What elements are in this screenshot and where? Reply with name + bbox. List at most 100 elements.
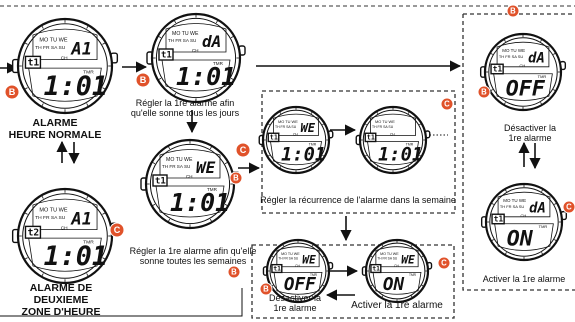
bezel-tick xyxy=(209,218,212,222)
badge-letter: B xyxy=(481,88,487,97)
days-row-bottom: TH FR SA SU xyxy=(500,204,525,209)
bezel-tick xyxy=(491,203,494,205)
badge-letter: C xyxy=(444,100,450,109)
badge-circle xyxy=(109,222,125,238)
bezel-tick xyxy=(41,25,44,29)
bezel-tick xyxy=(310,111,313,114)
bezel-tick xyxy=(282,295,285,298)
badge-letter: C xyxy=(441,259,447,268)
tmr-label: TMR xyxy=(409,273,417,277)
badge-circle xyxy=(477,85,491,99)
bezel-tick xyxy=(553,53,556,55)
bezel-tick xyxy=(407,111,410,114)
badge-circle xyxy=(4,84,20,100)
badge-letter: B xyxy=(9,87,16,97)
bezel-tick xyxy=(322,123,325,126)
bezel-tick xyxy=(86,103,89,107)
days-row-top: MO TU WE xyxy=(166,157,193,163)
bezel-tick xyxy=(505,252,507,255)
badge-letter: C xyxy=(114,225,121,235)
mode-indicator: dA xyxy=(528,51,545,67)
bezel-tick xyxy=(86,25,89,29)
bezel-tick xyxy=(491,239,494,241)
caption-activate-bottom: Activer la 1re alarme xyxy=(351,300,443,311)
caption-deactivate-bottom: Désactiver la 1re alarme xyxy=(268,293,322,314)
main-display: 1:01 xyxy=(170,188,230,217)
ch-label: CH xyxy=(192,48,199,53)
upper-lcd xyxy=(497,191,551,218)
tmr-label: TMR xyxy=(539,224,548,229)
bezel-tick xyxy=(322,255,325,258)
zone-tag-text: t1 xyxy=(494,215,504,224)
days-row-bottom: TH FR SA SU xyxy=(35,215,66,221)
badge-circle xyxy=(235,142,251,158)
badge-circle xyxy=(227,265,241,279)
bezel-tick xyxy=(490,89,493,91)
main-display: ON xyxy=(383,275,405,295)
lower-lcd xyxy=(372,272,422,295)
bezel-tick xyxy=(310,166,313,169)
caption-deactivate-right: Désactiver la 1re alarme xyxy=(503,123,557,144)
button-c-badge: C xyxy=(437,256,451,270)
bezel-tick xyxy=(174,92,177,96)
bezel-tick xyxy=(364,123,367,126)
days-row-bottom: TH FR SA SU xyxy=(372,125,394,129)
zone-tag-text: t1 xyxy=(270,134,278,142)
bezel-tick xyxy=(86,273,89,277)
days-row-bottom: TH FR SA SU xyxy=(35,45,66,51)
bezel-tick xyxy=(504,102,506,105)
badge-letter: B xyxy=(233,174,239,183)
badge-circle xyxy=(562,200,575,214)
badge-letter: C xyxy=(240,145,247,155)
upper-lcd xyxy=(375,246,419,268)
zone-tag-text: t1 xyxy=(273,266,281,273)
days-row-bottom: TH FR SA SU xyxy=(278,257,299,261)
zone-tag-text: t2 xyxy=(28,227,40,238)
upper-lcd xyxy=(370,113,416,136)
bezel-tick xyxy=(267,123,270,126)
upper-lcd xyxy=(273,113,319,136)
bezel-tick xyxy=(215,20,218,24)
bezel-tick xyxy=(504,39,506,42)
bezel-tick xyxy=(271,284,274,287)
mode-indicator: WE xyxy=(301,121,316,135)
upper-lcd xyxy=(165,23,227,53)
lower-lcd xyxy=(273,272,323,295)
lower-lcd xyxy=(270,141,322,166)
watch-dial xyxy=(269,242,327,300)
lower-lcd xyxy=(494,223,554,251)
days-row-top: MO TU WE xyxy=(281,252,300,256)
tmr-label: TMR xyxy=(309,142,317,146)
bezel-tick xyxy=(541,252,543,255)
bezel-tick xyxy=(322,284,325,287)
badge-letter: C xyxy=(566,203,572,212)
bezel-tick xyxy=(152,203,156,206)
main-display: 1:01 xyxy=(44,241,108,272)
button-c-badge: C xyxy=(562,200,575,214)
days-row-top: MO TU WE xyxy=(39,207,68,213)
ch-label: CH xyxy=(295,264,300,268)
caption-set-weekly: Régler la 1re alarme afin qu'elle sonne … xyxy=(129,246,257,267)
days-row-top: MO TU WE xyxy=(503,198,526,203)
lower-lcd xyxy=(493,73,553,101)
caption-second-zone-alarm: ALARME DE DEUXIEME ZONE D'HEURE xyxy=(21,282,101,318)
bezel-tick xyxy=(282,244,285,247)
ch-label: CH xyxy=(394,264,399,268)
watch-dial xyxy=(22,23,108,109)
bezel-tick xyxy=(41,195,44,199)
ch-label: CH xyxy=(61,56,68,62)
bezel-tick xyxy=(376,166,379,169)
bezel-tick xyxy=(421,284,424,287)
mode-indicator: WE xyxy=(196,158,216,177)
tmr-label: TMR xyxy=(406,142,414,146)
bezel-tick xyxy=(174,20,177,24)
bezel-tick xyxy=(279,111,282,114)
lower-lcd xyxy=(161,59,231,92)
bezel-tick xyxy=(102,87,106,90)
bezel-tick xyxy=(311,244,314,247)
bezel-tick xyxy=(381,295,384,298)
